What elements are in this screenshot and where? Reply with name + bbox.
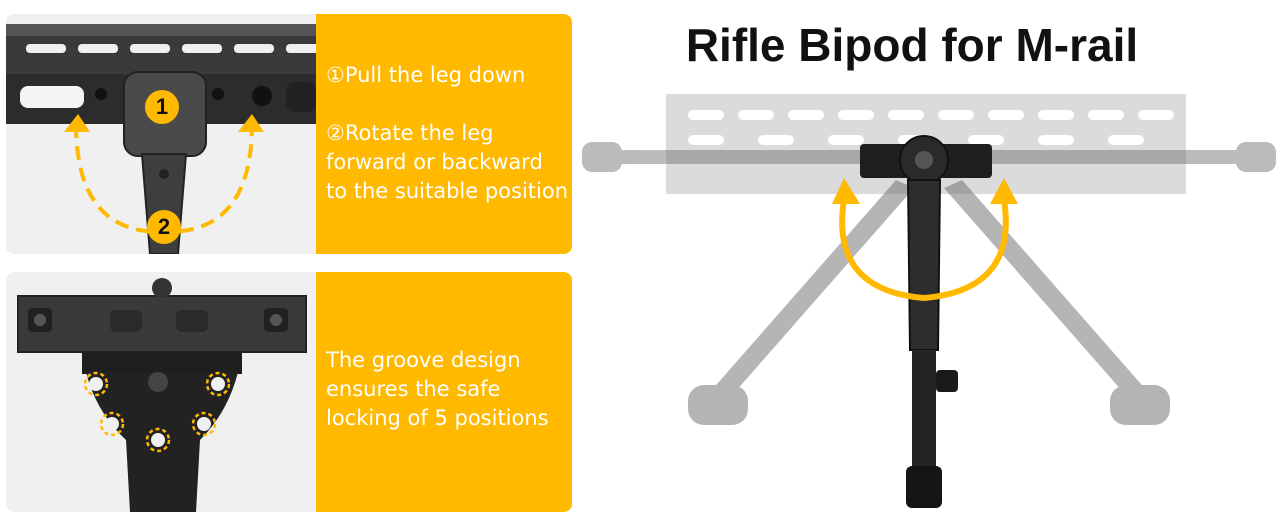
instruction-panel-groove: The groove design ensures the safe locki… [6, 272, 572, 512]
groove-text: The groove design ensures the safe locki… [326, 348, 549, 430]
step1-marker: 1 [145, 90, 179, 124]
step1-marker-label: 1 [155, 94, 169, 119]
bipod-product-illustration [578, 80, 1280, 525]
groove-closeup-photo [6, 272, 318, 512]
step2-marker-label: 2 [157, 214, 171, 239]
rail-closeup-photo: 1 2 [6, 14, 318, 254]
page-title: Rifle Bipod for M-rail [685, 19, 1139, 71]
step2-marker: 2 [147, 210, 181, 244]
instruction-panel-rotate: 1 2 ①Pull the leg down ②Rotate the leg f… [6, 14, 572, 254]
rotate-caption-box: ①Pull the leg down ②Rotate the leg forwa… [316, 14, 572, 254]
step1-text: ①Pull the leg down [326, 63, 526, 87]
step2-text: ②Rotate the leg forward or backward to t… [326, 121, 569, 203]
groove-caption-box: The groove design ensures the safe locki… [316, 272, 572, 512]
